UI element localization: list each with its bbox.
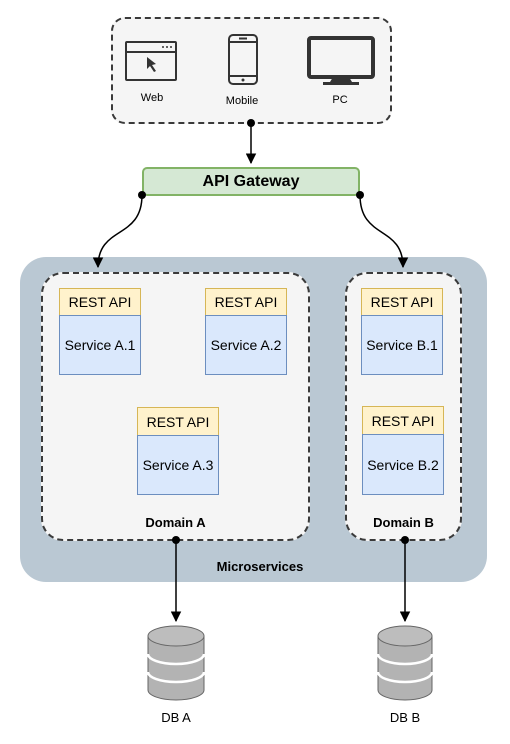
rest-api-a2: REST API (205, 288, 287, 316)
db-a-label: DB A (161, 710, 191, 725)
edge-gateway-to-domain-b (356, 191, 409, 269)
domain-a-label: Domain A (145, 515, 206, 530)
rest-api-a3: REST API (137, 407, 219, 436)
service-a1: Service A.1 (59, 315, 141, 375)
client-label-web: Web (140, 92, 164, 104)
service-b2: Service B.2 (362, 434, 444, 495)
api-gateway: API Gateway (142, 167, 360, 196)
service-b1: Service B.1 (361, 315, 443, 375)
edge-clients-to-gateway (245, 119, 257, 165)
database-icon (146, 625, 206, 701)
database-icon (376, 625, 434, 701)
rest-api-b2: REST API (362, 406, 444, 435)
rest-api-b1: REST API (361, 288, 443, 316)
client-label-mobile: Mobile (225, 95, 259, 107)
domain-b-label: Domain B (373, 515, 434, 530)
service-a3: Service A.3 (137, 435, 219, 495)
client-label-pc: PC (332, 94, 348, 106)
db-b-label: DB B (389, 710, 421, 725)
clients-group (111, 17, 392, 124)
rest-api-a1: REST API (59, 288, 141, 316)
edge-gateway-to-domain-a (92, 191, 146, 269)
microservices-label: Microservices (216, 559, 304, 574)
api-gateway-label: API Gateway (202, 172, 300, 190)
service-a2: Service A.2 (205, 315, 287, 375)
